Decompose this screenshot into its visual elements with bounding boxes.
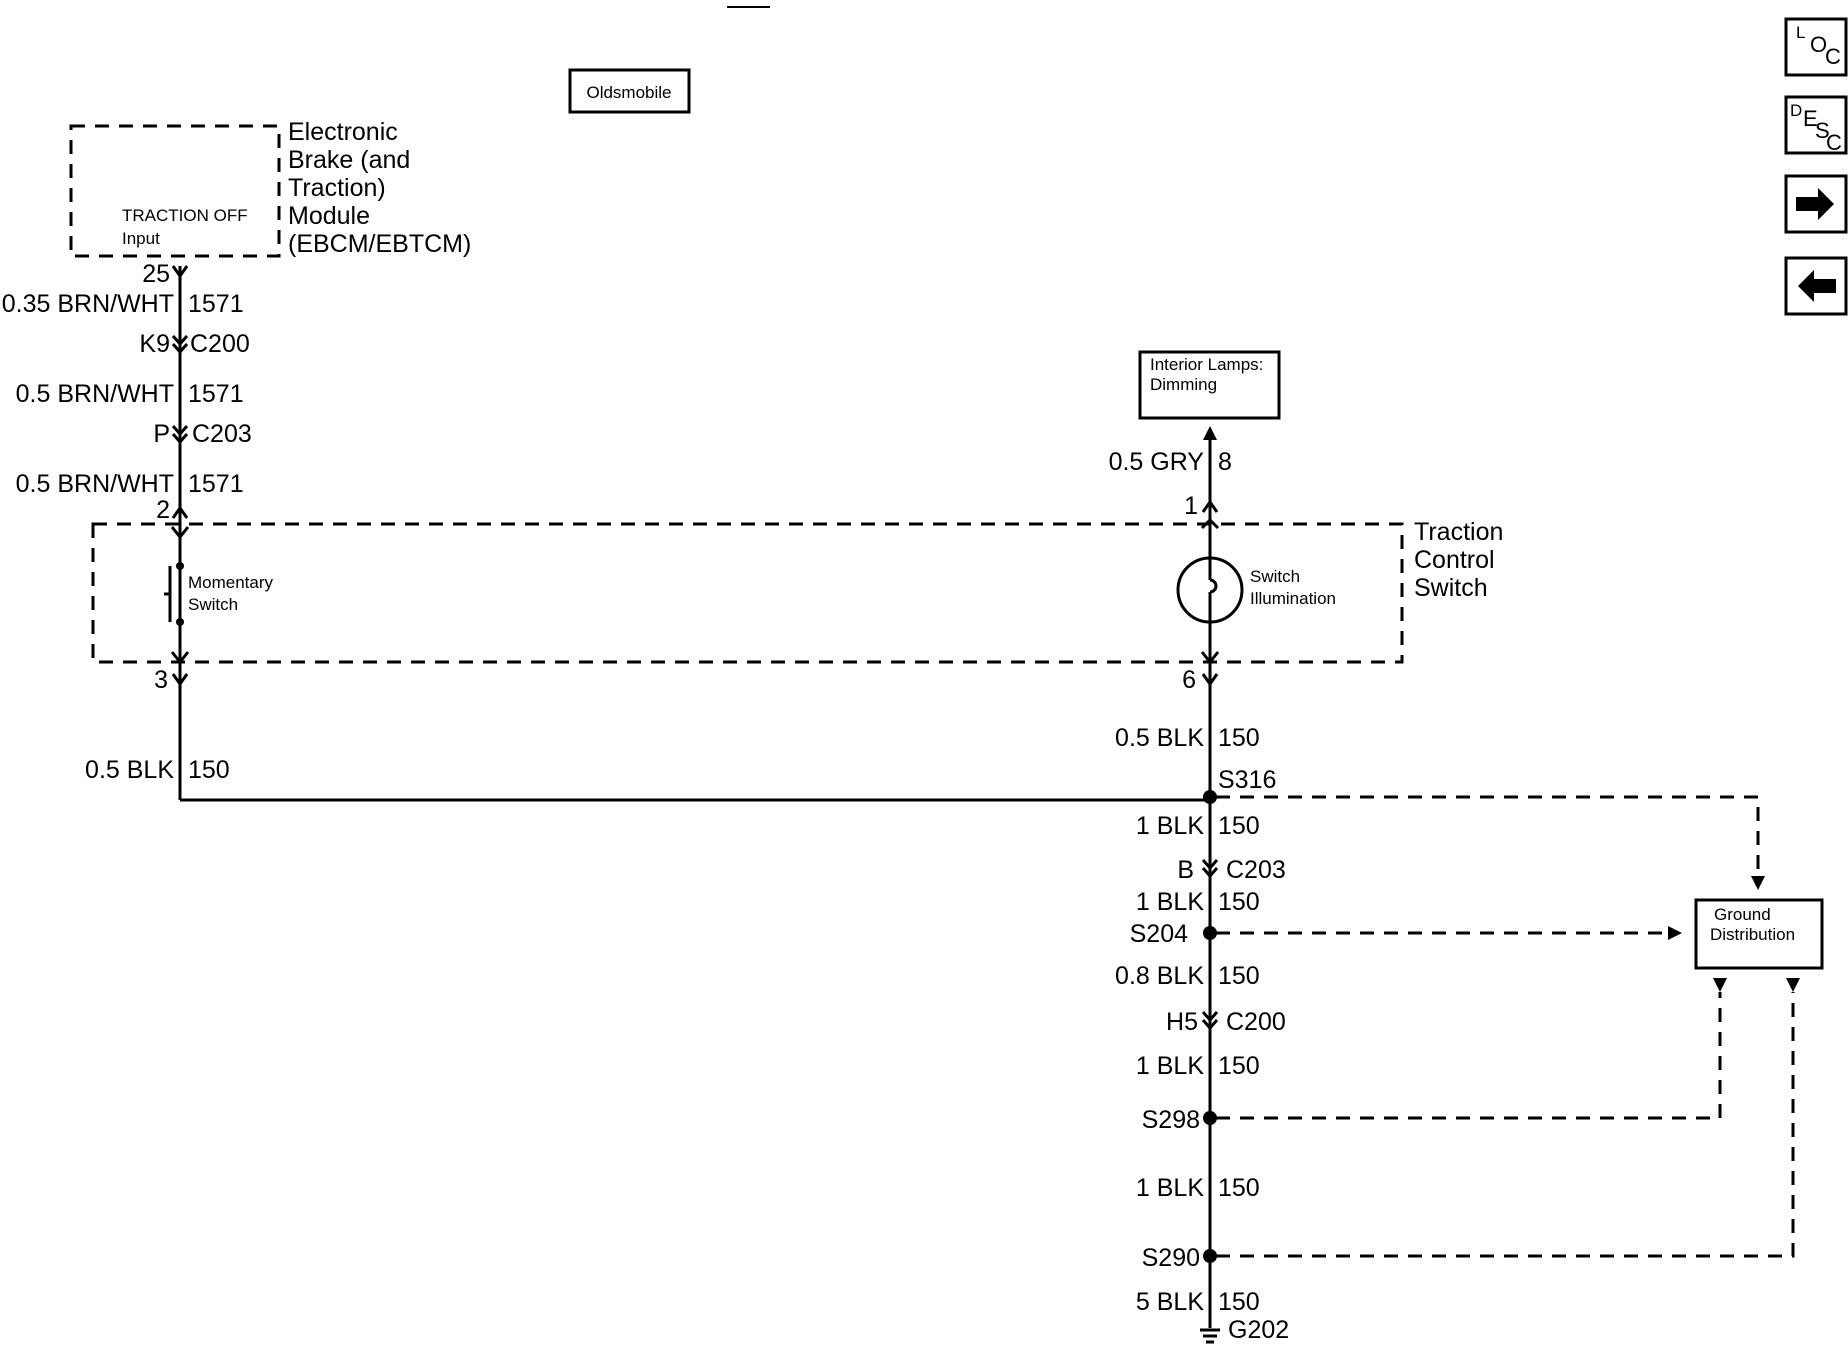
momentary-switch-label: Momentary bbox=[188, 573, 274, 592]
forward-button[interactable] bbox=[1784, 174, 1848, 234]
splice-dot bbox=[1203, 1111, 1217, 1125]
wire-circuit-label: 1571 bbox=[188, 470, 244, 498]
interior-lamps-label: Interior Lamps: bbox=[1150, 355, 1263, 374]
ground-distribution: Ground Distribution bbox=[1216, 795, 1824, 1258]
traction-switch-name-line: Traction bbox=[1414, 518, 1503, 546]
right-circuit: 0.5 GRY 8 1 Switch Illumination 6 0.5 BL… bbox=[1109, 426, 1336, 1344]
ebcm-name-line: Electronic bbox=[288, 118, 398, 146]
connector-pin-label: B bbox=[1177, 856, 1194, 884]
wire-gauge-label: 0.5 BRN/WHT bbox=[16, 380, 174, 408]
desc-letter: D bbox=[1790, 101, 1802, 120]
pin-3-label: 3 bbox=[154, 666, 168, 694]
splice-dot bbox=[1203, 1249, 1217, 1263]
ebcm-name-line: Traction) bbox=[288, 174, 386, 202]
wire-gauge-label: 0.5 BRN/WHT bbox=[16, 470, 174, 498]
ebcm-name-line: (EBCM/EBTCM) bbox=[288, 230, 471, 258]
loc-letter: C bbox=[1825, 44, 1841, 69]
arrow-down-icon bbox=[1751, 876, 1765, 890]
ground-icon bbox=[1200, 1328, 1220, 1344]
left-circuit: 25 0.35 BRN/WHT 1571 K9 C200 0.5 BRN/WHT… bbox=[2, 260, 1210, 802]
pin-1-label: 1 bbox=[1184, 492, 1198, 520]
wire-circuit-label: 150 bbox=[1218, 888, 1260, 916]
traction-control-switch: Traction Control Switch bbox=[91, 518, 1503, 664]
wire-gauge-label: 0.35 BRN/WHT bbox=[2, 290, 174, 318]
wire-gauge-label: 1 BLK bbox=[1136, 888, 1204, 916]
connector-pin-label: K9 bbox=[139, 330, 170, 358]
pin-25-label: 25 bbox=[142, 260, 170, 288]
arrow-down-icon bbox=[1713, 978, 1727, 992]
connector-name-label: C200 bbox=[190, 330, 250, 358]
wire-circuit-label: 8 bbox=[1218, 448, 1232, 476]
ebcm-name-line: Module bbox=[288, 202, 370, 230]
connector-name-label: C200 bbox=[1226, 1008, 1286, 1036]
ground-distribution-label: Distribution bbox=[1710, 925, 1795, 944]
interior-lamps-box: Interior Lamps: Dimming bbox=[1138, 350, 1281, 420]
wire-gauge-label: 1 BLK bbox=[1136, 1052, 1204, 1080]
desc-button[interactable]: D E S C bbox=[1784, 95, 1848, 155]
arrow-right-icon bbox=[1668, 926, 1682, 940]
splice-label: S298 bbox=[1142, 1106, 1200, 1134]
splice-dot bbox=[1203, 926, 1217, 940]
connector-name-label: C203 bbox=[1226, 856, 1286, 884]
ebcm-module: TRACTION OFF Input Electronic Brake (and… bbox=[69, 118, 471, 258]
pin-2-label: 2 bbox=[156, 496, 170, 524]
traction-switch-name-line: Control bbox=[1414, 546, 1495, 574]
splice-label: S204 bbox=[1130, 920, 1188, 948]
wire-gauge-label: 0.8 BLK bbox=[1115, 962, 1204, 990]
wire-circuit-label: 150 bbox=[1218, 812, 1260, 840]
wire-circuit-label: 150 bbox=[1218, 724, 1260, 752]
connector-pin-label: P bbox=[153, 420, 170, 448]
wire-circuit-label: 1571 bbox=[188, 290, 244, 318]
wire-gauge-label: 1 BLK bbox=[1136, 812, 1204, 840]
ebcm-name-line: Brake (and bbox=[288, 146, 410, 174]
connector-pin-label: H5 bbox=[1166, 1008, 1198, 1036]
loc-letter: L bbox=[1796, 23, 1805, 42]
desc-letter: C bbox=[1826, 130, 1842, 155]
arrow-up-icon bbox=[1203, 426, 1217, 440]
arrow-right-icon bbox=[1796, 188, 1834, 220]
momentary-switch-label: Switch bbox=[188, 595, 238, 614]
badge-label: Oldsmobile bbox=[586, 83, 671, 102]
arrow-left-icon bbox=[1798, 270, 1836, 302]
switch-illumination-label: Switch bbox=[1250, 567, 1300, 586]
oldsmobile-badge: Oldsmobile bbox=[568, 68, 691, 114]
wire-circuit-label: 150 bbox=[1218, 1174, 1260, 1202]
back-button[interactable] bbox=[1784, 256, 1848, 316]
splice-label: S290 bbox=[1142, 1244, 1200, 1272]
wire-gauge-label: 0.5 BLK bbox=[1115, 724, 1204, 752]
loc-letter: O bbox=[1810, 32, 1827, 57]
input-label: Input bbox=[122, 229, 160, 248]
switch-illumination-label: Illumination bbox=[1250, 589, 1336, 608]
arrow-down-icon bbox=[1786, 978, 1800, 992]
splice-label: S316 bbox=[1218, 766, 1276, 794]
ground-distribution-label: Ground bbox=[1714, 905, 1771, 924]
wire-gauge-label: 0.5 BLK bbox=[85, 756, 174, 784]
wire-circuit-label: 150 bbox=[1218, 1052, 1260, 1080]
traction-switch-name-line: Switch bbox=[1414, 574, 1488, 602]
connector-name-label: C203 bbox=[192, 420, 252, 448]
desc-letter: S bbox=[1815, 118, 1830, 143]
dimming-label: Dimming bbox=[1150, 375, 1217, 394]
splice-dot bbox=[1203, 790, 1217, 804]
wire-gauge-label: 1 BLK bbox=[1136, 1174, 1204, 1202]
traction-off-label: TRACTION OFF bbox=[122, 206, 248, 225]
wire-circuit-label: 150 bbox=[1218, 1288, 1260, 1316]
ground-label: G202 bbox=[1228, 1316, 1289, 1344]
wire-gauge-label: 5 BLK bbox=[1136, 1288, 1204, 1316]
wire-gauge-label: 0.5 GRY bbox=[1109, 448, 1205, 476]
wire-circuit-label: 150 bbox=[188, 756, 230, 784]
loc-button[interactable]: L O C bbox=[1784, 17, 1848, 77]
wire-circuit-label: 1571 bbox=[188, 380, 244, 408]
wire-circuit-label: 150 bbox=[1218, 962, 1260, 990]
pin-6-label: 6 bbox=[1182, 666, 1196, 694]
desc-letter: E bbox=[1803, 106, 1818, 131]
